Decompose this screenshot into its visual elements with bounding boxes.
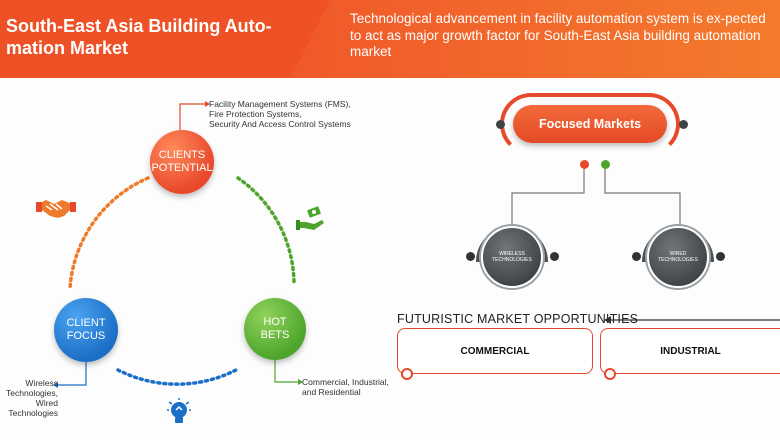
- wired-label-2: TECHNOLOGIES: [658, 257, 698, 263]
- wireless-endpoint: [550, 252, 559, 261]
- connector-bets: [274, 350, 298, 383]
- ring-endpoint: [496, 120, 505, 129]
- potential-notes: Facility Management Systems (FMS), Fire …: [209, 99, 351, 129]
- wireless-label-2: TECHNOLOGIES: [492, 257, 532, 263]
- opportunity-marker: [604, 368, 616, 380]
- cycle-arcs: [53, 101, 303, 388]
- market-connectors: [511, 169, 681, 227]
- money-hand-icon: [296, 206, 324, 230]
- potential-note: Fire Protection Systems,: [209, 109, 302, 119]
- clients-potential-label-1: CLIENTS: [158, 149, 206, 161]
- client-focus-label-1: CLIENT: [66, 317, 106, 329]
- wired-endpoint: [716, 252, 725, 261]
- wireless-label-1: WIRELESS: [499, 251, 525, 257]
- focus-note: Wired: [35, 398, 58, 408]
- branch-dot-green: [601, 160, 610, 169]
- wired-label-1: WIRED: [669, 251, 687, 257]
- header-title-panel: [0, 0, 330, 78]
- bets-note: and Residential: [302, 387, 361, 397]
- hot-bets-label-2: BETS: [260, 329, 290, 341]
- opportunity-marker: [401, 368, 413, 380]
- focused-markets-title: Focused Markets: [513, 105, 667, 143]
- opportunities-arrow: [604, 316, 780, 324]
- opportunities-title: FUTURISTIC MARKET OPPORTUNITIES: [397, 312, 639, 326]
- page-subtitle: Technological advancement in facility au…: [350, 11, 766, 59]
- ring-endpoint: [679, 120, 688, 129]
- page-title: South-East Asia Building Auto-mation Mar…: [6, 16, 272, 58]
- bets-note: Commercial, Industrial,: [302, 377, 389, 387]
- opportunity-industrial: INDUSTRIAL: [600, 328, 780, 374]
- bets-notes: Commercial, Industrial, and Residential: [302, 377, 389, 397]
- arc-left: [68, 176, 150, 290]
- branch-dot-red: [580, 160, 589, 169]
- arc-right: [236, 176, 296, 285]
- opportunity-commercial: COMMERCIAL: [397, 328, 593, 374]
- focus-note: Technologies,: [6, 388, 58, 398]
- client-focus-label-2: FOCUS: [66, 330, 106, 342]
- header-banner: South-East Asia Building Auto-mation Mar…: [0, 0, 780, 78]
- potential-note: Security And Access Control Systems: [209, 119, 351, 129]
- focus-note: Wireless: [25, 378, 58, 388]
- potential-note: Facility Management Systems (FMS),: [209, 99, 351, 109]
- lightbulb-icon: [167, 398, 191, 423]
- clients-potential-label-2: POTENTIAL: [151, 162, 213, 174]
- arc-bottom: [116, 368, 238, 386]
- handshake-icon: [36, 200, 76, 218]
- focus-notes: Wireless Technologies, Wired Technologie…: [6, 378, 58, 418]
- wired-endpoint: [632, 252, 641, 261]
- connector-potential: [179, 103, 205, 130]
- focus-note: Technologies: [8, 408, 58, 418]
- wireless-endpoint: [466, 252, 475, 261]
- hot-bets-label-1: HOT: [263, 316, 287, 328]
